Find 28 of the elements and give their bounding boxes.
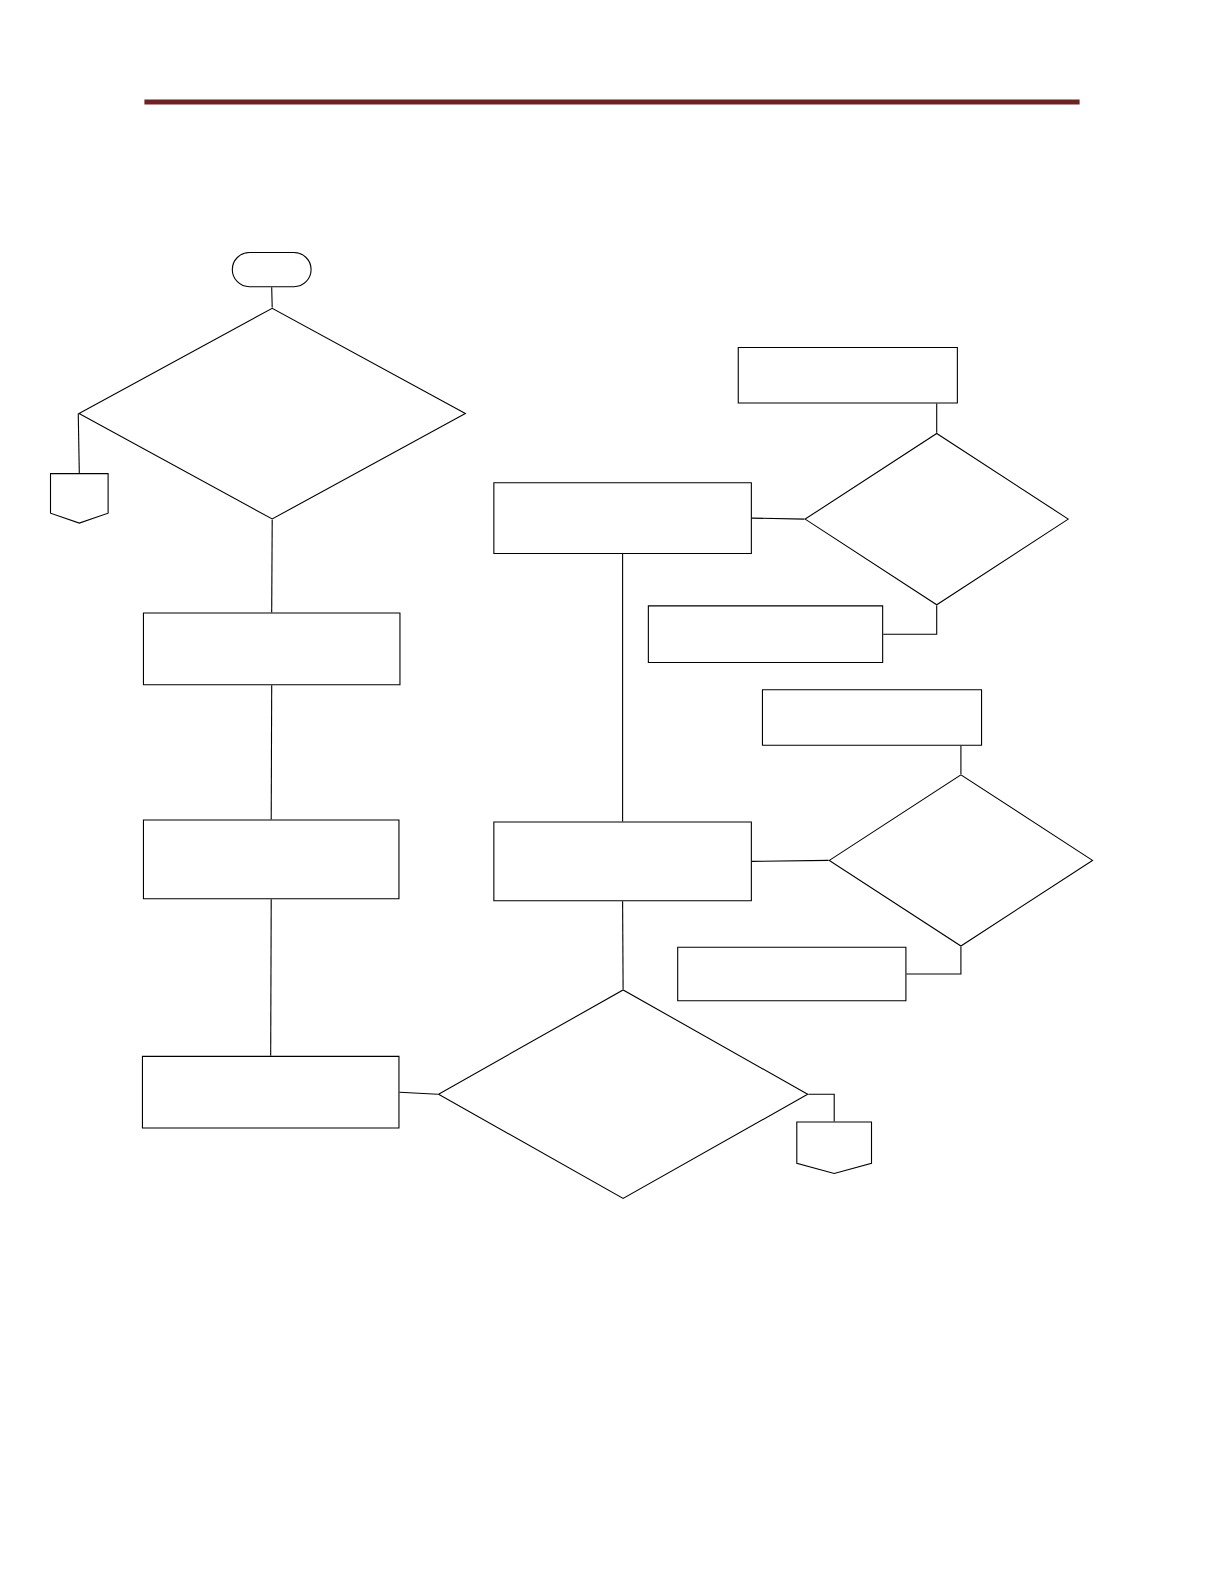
connector-line	[882, 604, 938, 635]
connector-line	[751, 859, 830, 862]
connector-line	[271, 519, 273, 614]
connector-line	[807, 1093, 835, 1123]
connector-line	[270, 684, 273, 820]
process-box	[493, 821, 752, 902]
decision-diamond	[828, 774, 1094, 947]
connector-line	[270, 898, 272, 1057]
process-box	[141, 1055, 400, 1129]
off-page-connector	[49, 473, 109, 524]
connector-line	[271, 286, 273, 309]
connector-line	[751, 517, 805, 520]
process-box	[677, 946, 907, 1002]
connector-line	[77, 413, 80, 474]
process-box	[142, 612, 401, 686]
decision-diamond	[437, 989, 809, 1200]
process-box	[142, 819, 400, 900]
connector-line	[398, 1091, 439, 1095]
process-box	[761, 689, 983, 746]
process-box	[737, 346, 958, 404]
process-box	[493, 482, 752, 554]
connector-line	[936, 402, 938, 434]
connector-line	[905, 946, 962, 975]
process-box	[647, 605, 884, 664]
connector-line	[622, 900, 624, 990]
off-page-connector	[796, 1121, 873, 1175]
connector-line	[622, 553, 624, 822]
connector-line	[960, 745, 962, 775]
